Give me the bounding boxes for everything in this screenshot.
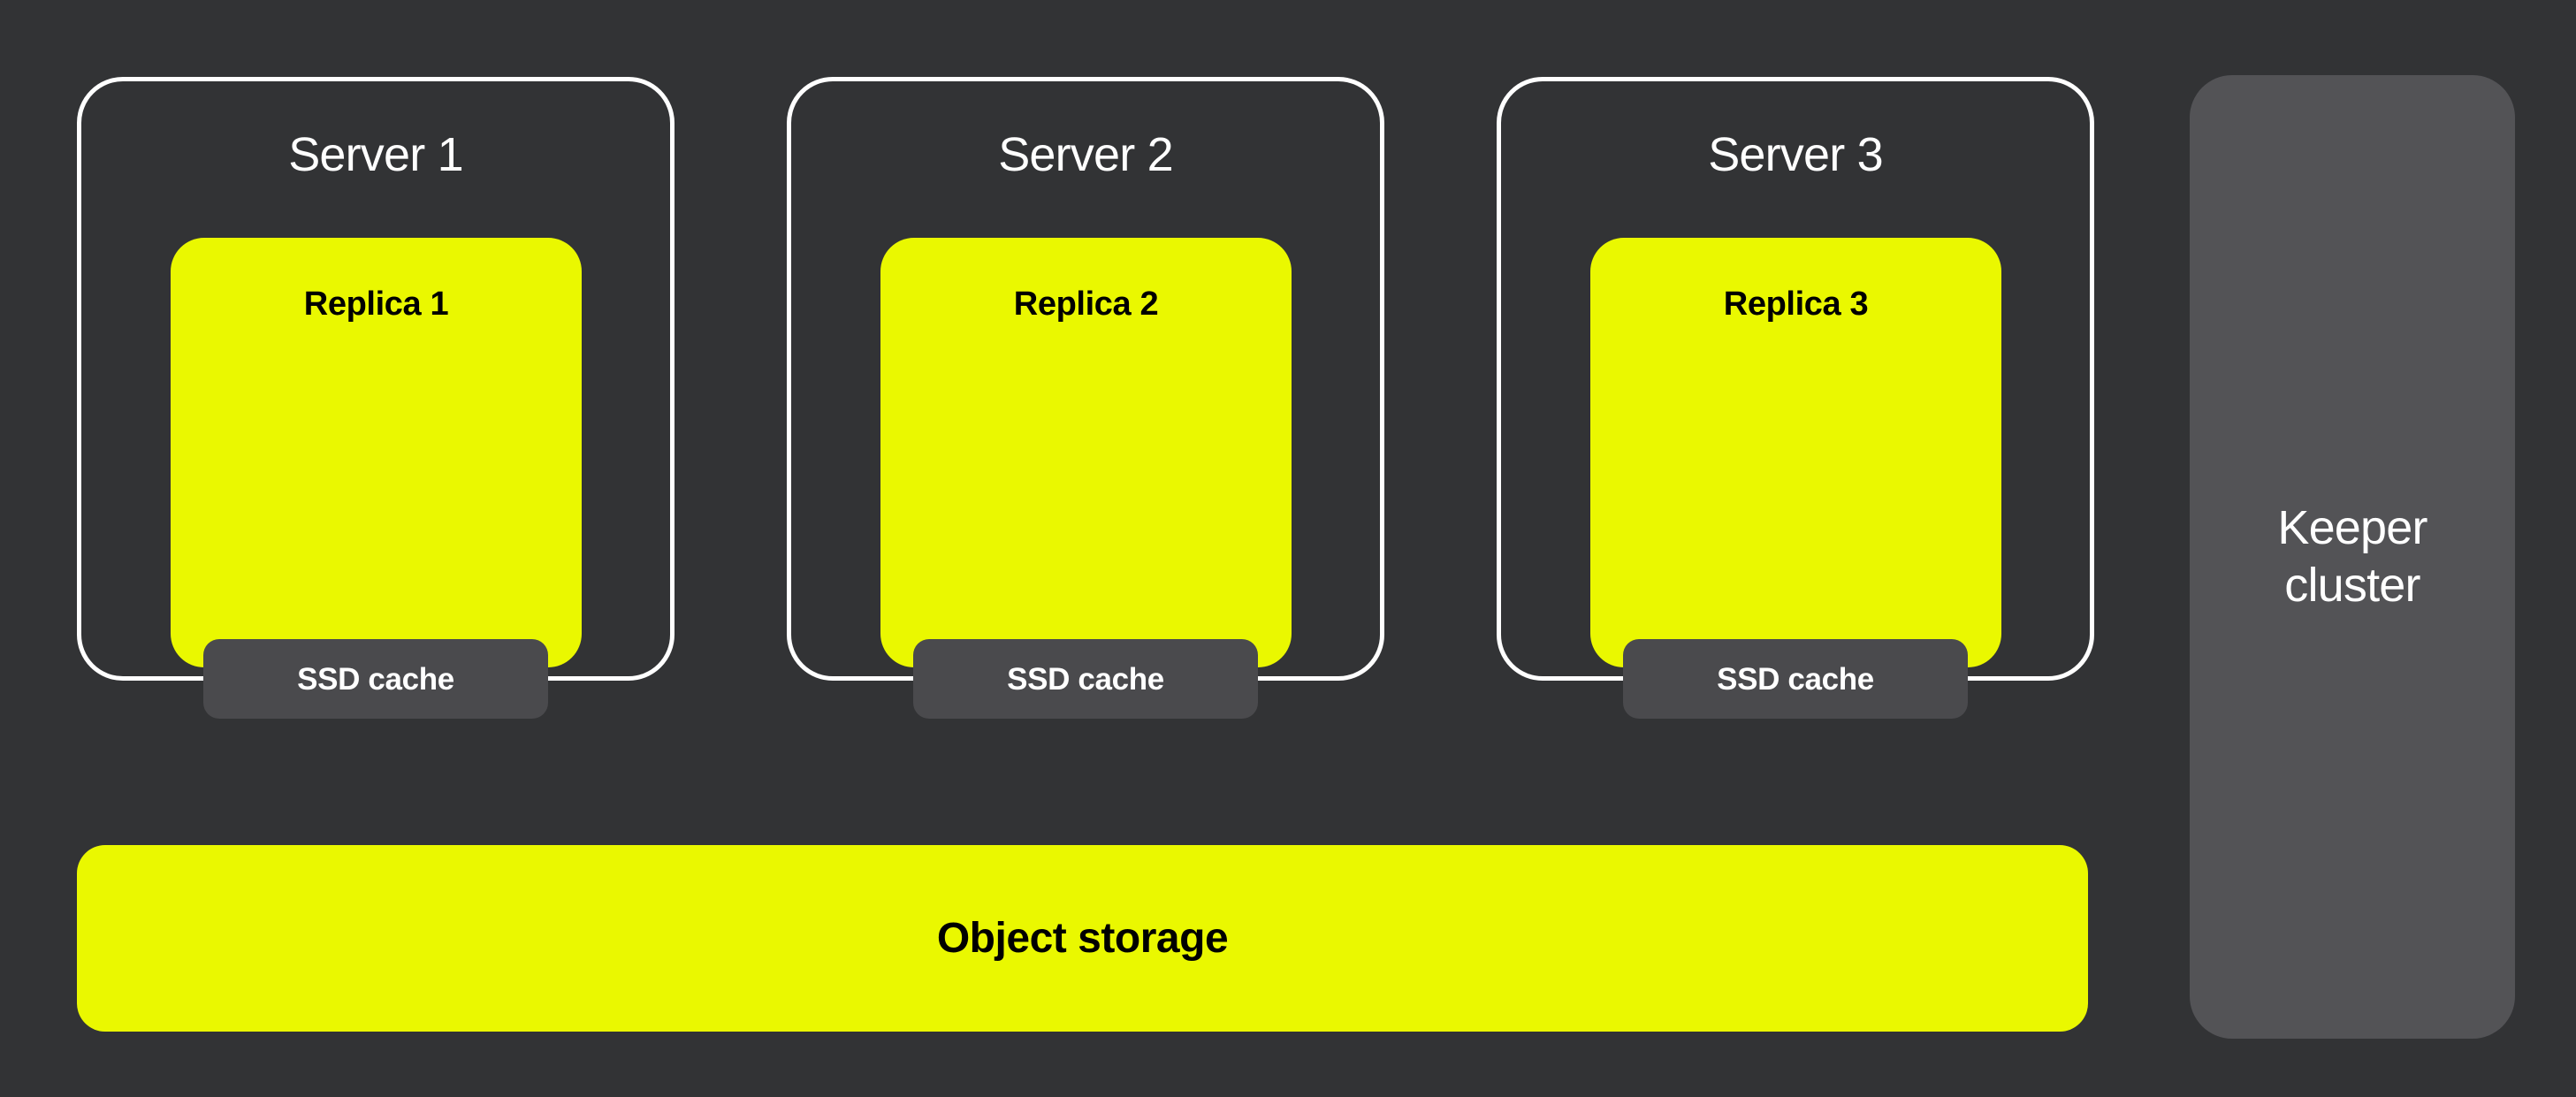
server-1-box: Server 1 Replica 1 SSD cache (77, 77, 674, 719)
replica-1-box: Replica 1 (171, 238, 582, 667)
server-2-box: Server 2 Replica 2 SSD cache (787, 77, 1384, 719)
ssd-cache-2-label: SSD cache (1007, 661, 1164, 697)
ssd-cache-1-label: SSD cache (297, 661, 454, 697)
replica-3-label: Replica 3 (1723, 286, 1869, 323)
server-3-label: Server 3 (1708, 128, 1883, 181)
keeper-cluster-label: Keeper cluster (2277, 501, 2427, 612)
keeper-cluster-box: Keeper cluster (2190, 75, 2515, 1039)
ssd-cache-3-label: SSD cache (1717, 661, 1874, 697)
object-storage-box: Object storage (77, 845, 2088, 1032)
replica-2-label: Replica 2 (1013, 286, 1159, 323)
ssd-cache-2-badge: SSD cache (913, 639, 1258, 719)
server-1-label: Server 1 (288, 128, 463, 181)
object-storage-label: Object storage (936, 914, 1229, 962)
replica-3-box: Replica 3 (1590, 238, 2001, 667)
ssd-cache-1-badge: SSD cache (203, 639, 548, 719)
ssd-cache-3-badge: SSD cache (1623, 639, 1968, 719)
server-3-box: Server 3 Replica 3 SSD cache (1497, 77, 2094, 719)
replica-1-label: Replica 1 (303, 286, 449, 323)
replica-2-box: Replica 2 (880, 238, 1292, 667)
server-2-label: Server 2 (998, 128, 1173, 181)
